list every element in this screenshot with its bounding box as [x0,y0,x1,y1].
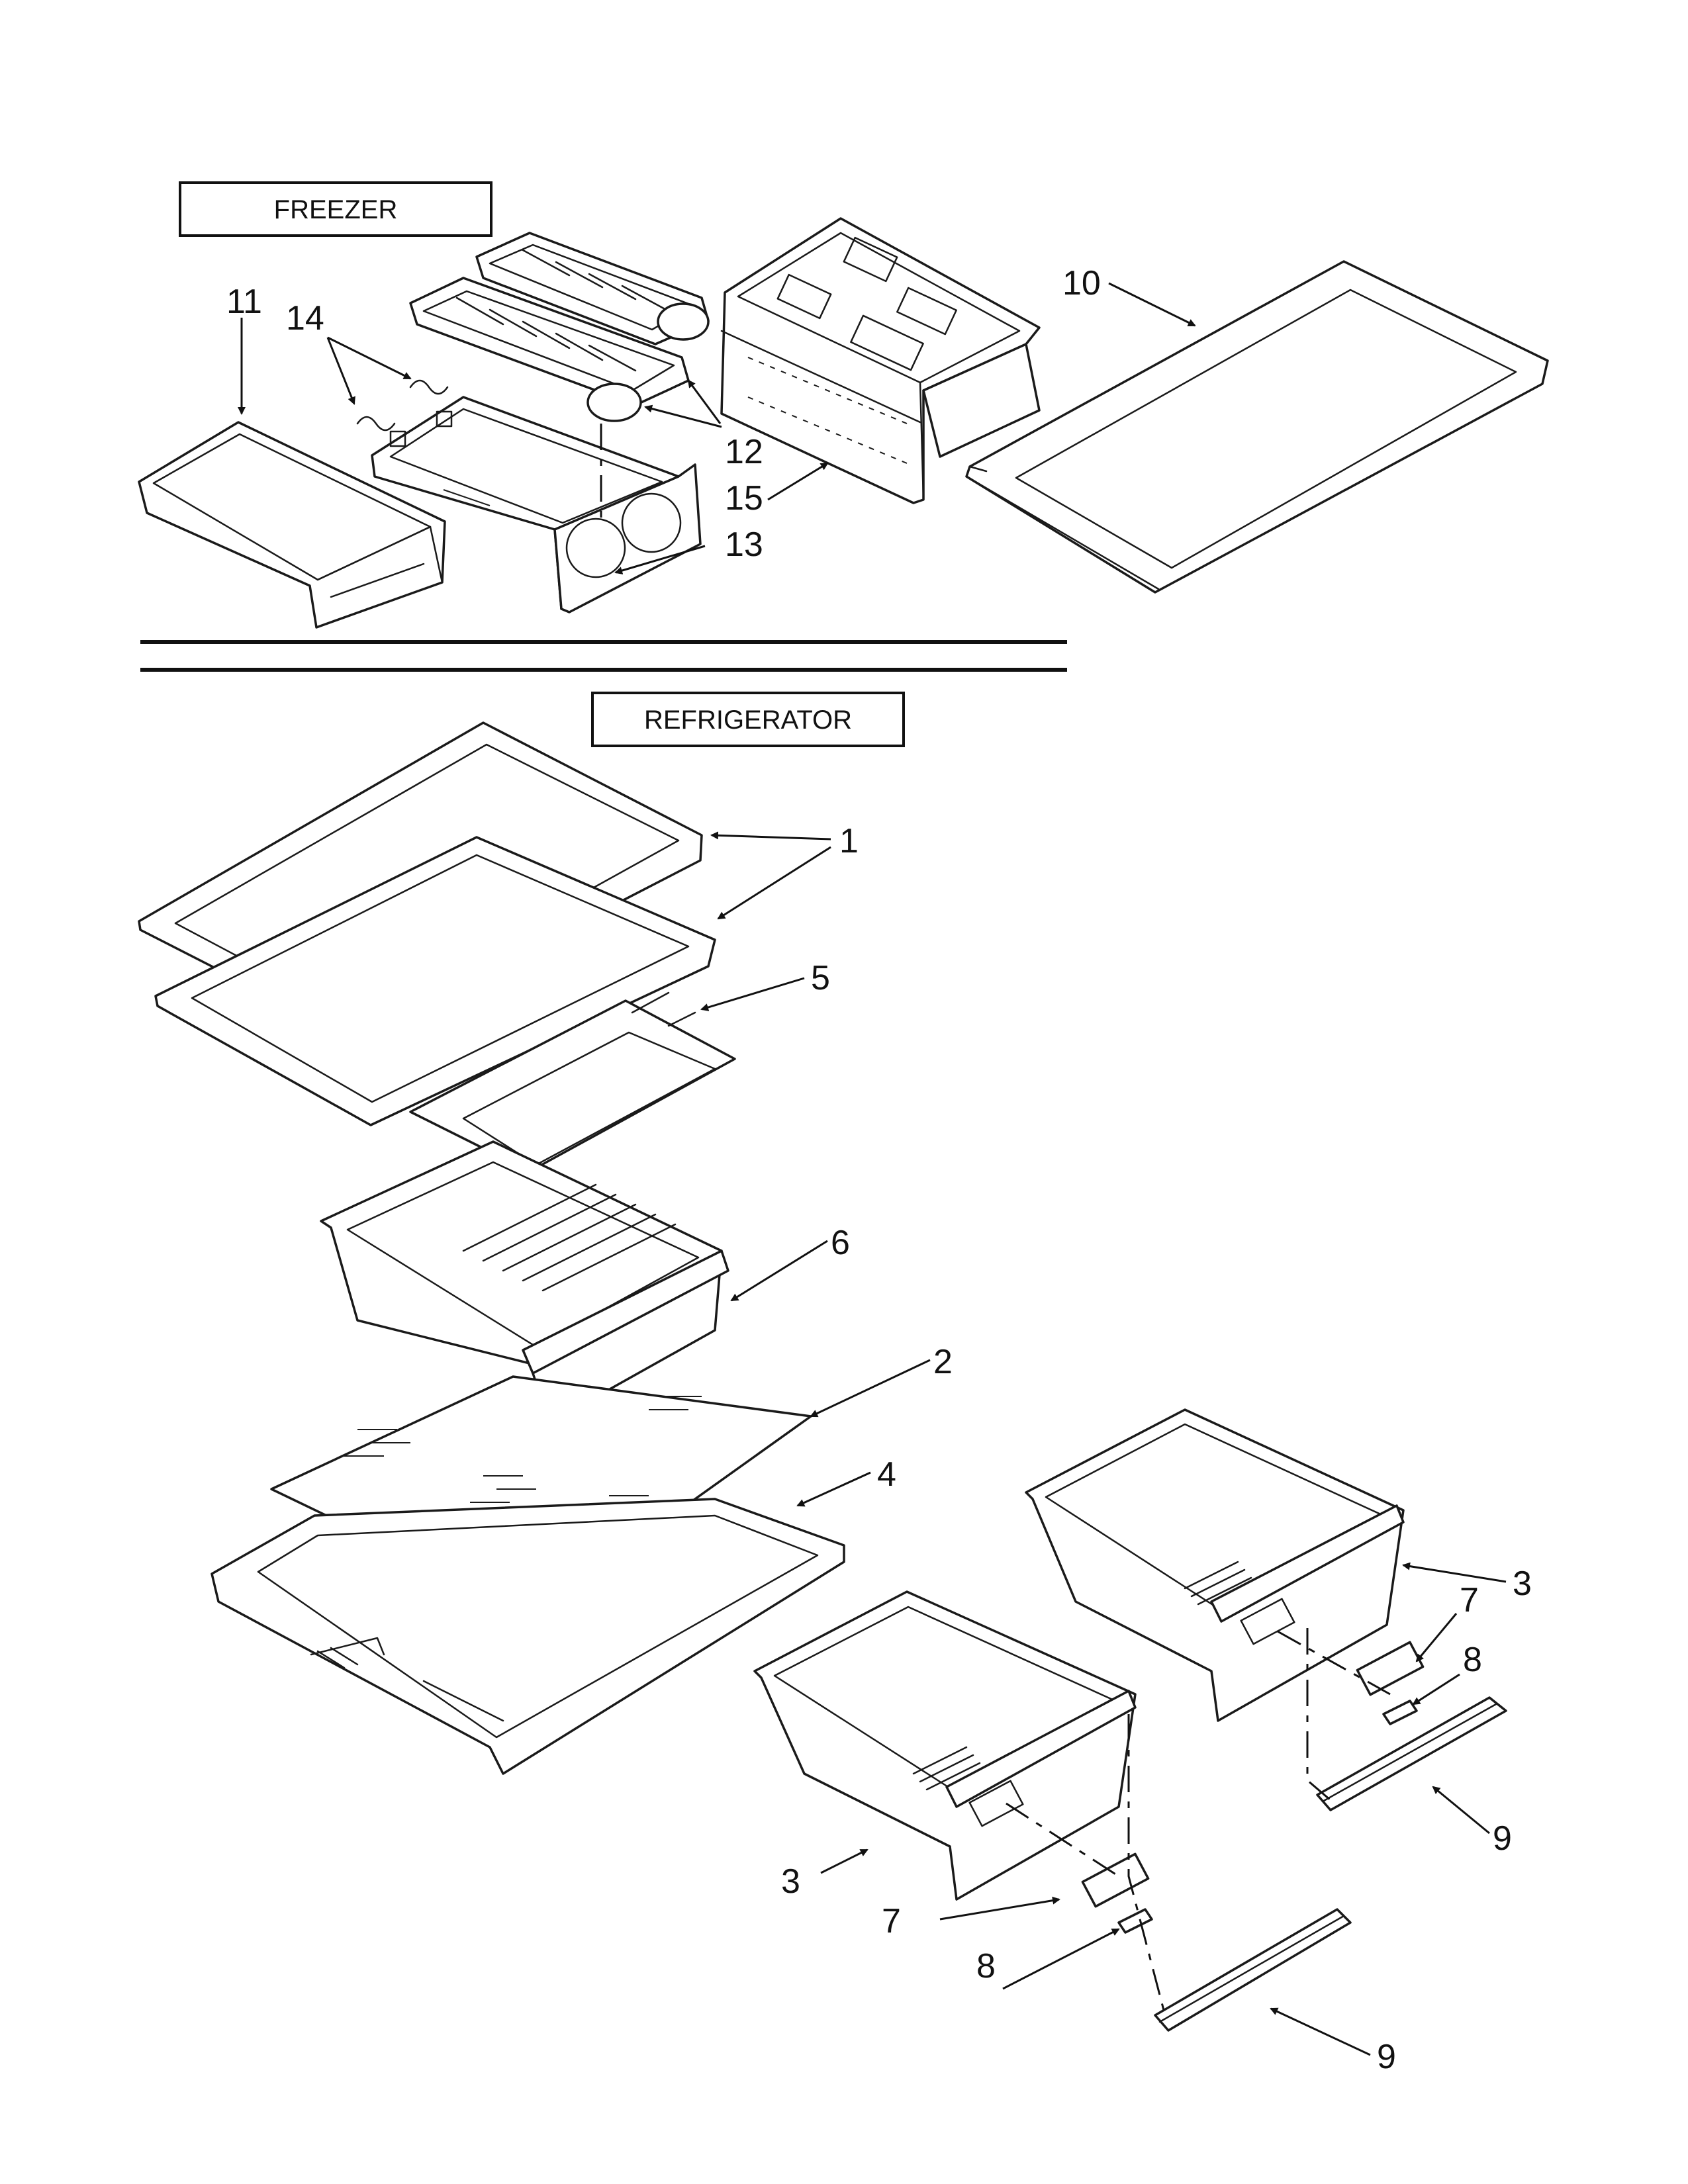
callout-7-upper: 7 [1460,1581,1479,1619]
callout-6: 6 [831,1224,850,1262]
alignment-lines [600,424,1391,2016]
callout-15: 15 [725,479,763,518]
leader-lines [238,282,1507,2056]
refrigerator-label: REFRIGERATOR [644,705,852,735]
callout-3-upper: 3 [1513,1565,1532,1603]
part-4-shelf-frame [211,1498,845,1775]
callout-2: 2 [933,1343,953,1381]
callout-9-upper: 9 [1493,1819,1512,1858]
part-6-crisper-drawer [320,1140,729,1424]
callout-8-upper: 8 [1463,1641,1482,1679]
section-divider [140,640,1067,672]
part-3-crisper-bin-upper [1025,1408,1405,1722]
part-11-freezer-bin [138,421,446,629]
callout-9-lower: 9 [1377,2038,1396,2076]
callout-13: 13 [725,525,763,564]
callout-11: 11 [226,283,262,321]
part-10-freezer-shelf [965,260,1549,594]
part-8-clip-upper [1382,1700,1418,1725]
part-8-clip-lower [1117,1908,1153,1934]
refrigerator-section-label: REFRIGERATOR [591,692,905,747]
callout-12: 12 [725,433,763,471]
freezer-label: FREEZER [274,195,398,224]
part-3-crisper-bin-lower [753,1590,1137,1901]
callout-4: 4 [877,1455,896,1494]
callout-10: 10 [1062,264,1101,302]
freezer-section-label: FREEZER [179,181,492,237]
part-9-rail-upper [1316,1696,1507,1811]
part-1-shelf-lower [154,836,716,1126]
part-15-ice-maker-housing [720,217,1041,504]
part-7-label-lower [1081,1852,1150,1908]
part-12-ice-trays [409,232,710,422]
callout-8-lower: 8 [976,1947,996,1985]
callout-3-lower: 3 [781,1862,800,1901]
callout-7-lower: 7 [882,1902,901,1940]
part-7-label-upper [1356,1641,1425,1696]
callout-5: 5 [811,959,830,997]
part-13-ice-bucket [371,396,702,614]
callout-1: 1 [839,822,859,860]
part-14-springs [356,379,449,432]
callout-numbers: 1 5 6 2 4 3 3 7 7 8 8 9 9 10 11 12 13 14… [226,264,1532,2076]
callout-14: 14 [286,299,324,338]
part-9-rail-lower [1154,1908,1352,2032]
